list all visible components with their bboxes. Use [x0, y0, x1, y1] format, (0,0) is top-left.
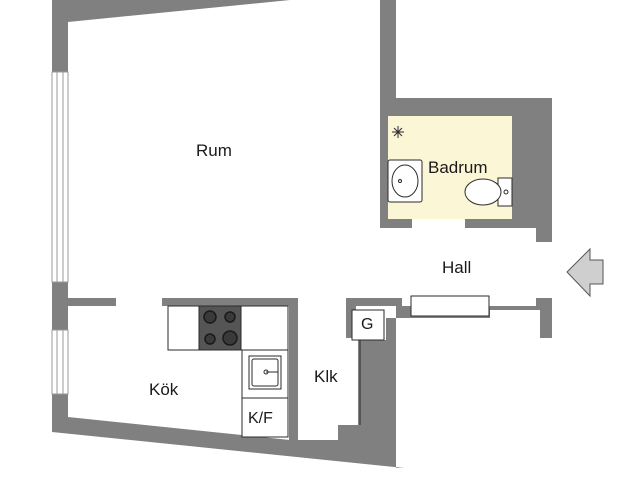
wall-top — [52, 0, 290, 22]
wall-kitchen-right — [289, 302, 298, 440]
room-label-klk: Klk — [314, 367, 338, 386]
window-left-lower — [51, 329, 69, 395]
stove-icon — [198, 305, 242, 351]
wall-left-upper — [52, 0, 68, 72]
wall-bathroom-bottom-right — [465, 219, 536, 228]
kitchen-sink-icon — [248, 355, 282, 390]
sink-icon — [387, 159, 423, 203]
wall-kitchen-top-right — [162, 298, 298, 306]
room-label-kyl-frys: K/F — [248, 410, 273, 427]
wall-bathroom-outer — [380, 0, 552, 242]
room-label-kok: Kök — [149, 380, 179, 399]
window-left-upper — [51, 71, 69, 283]
wall-kitchen-top-left — [68, 298, 116, 306]
fridge-freezer — [241, 397, 289, 438]
room-label-hall: Hall — [442, 258, 472, 277]
wall-hall-right-lower — [536, 298, 552, 338]
hall-shelf — [410, 295, 490, 317]
room-label-badrum: Badrum — [428, 158, 488, 177]
entrance-arrow-icon — [566, 247, 604, 298]
shower-icon — [392, 126, 404, 138]
toilet-icon — [464, 177, 513, 207]
wall-bathroom-bottom-left — [380, 219, 412, 228]
wall-closet-top — [346, 298, 402, 306]
room-label-garderob: G — [361, 316, 374, 333]
closet — [351, 309, 385, 341]
wall-closet-left — [346, 298, 356, 338]
wall-left-lower — [52, 318, 404, 468]
wall-left-middle — [52, 282, 68, 330]
room-label-rum: Rum — [196, 141, 232, 160]
